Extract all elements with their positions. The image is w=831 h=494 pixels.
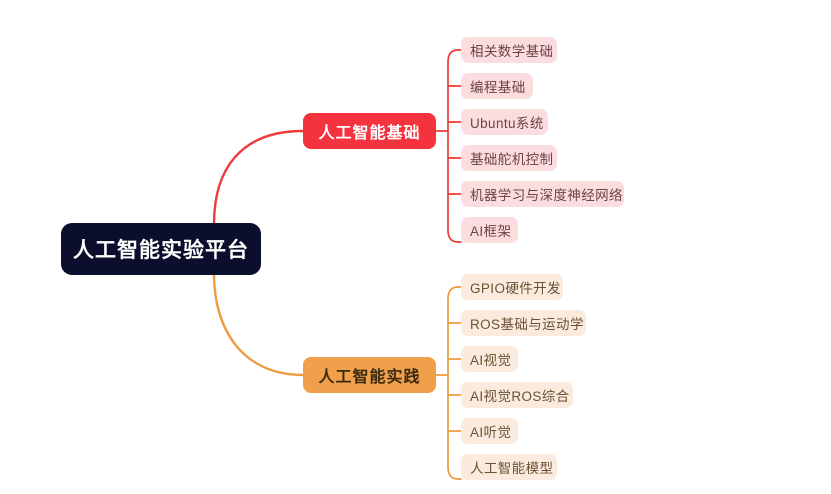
leaf-node-practice-6-label: 人工智能模型 <box>470 461 554 476</box>
leaf-node-fundamentals-1[interactable]: 相关数学基础 <box>461 37 557 63</box>
leaf-node-fundamentals-6[interactable]: AI框架 <box>461 217 518 243</box>
leaf-node-practice-4-label: AI视觉ROS综合 <box>470 389 570 404</box>
leaf-node-fundamentals-2-label: 编程基础 <box>470 80 526 95</box>
leaf-node-fundamentals-4[interactable]: 基础舵机控制 <box>461 145 557 171</box>
leaf-node-practice-2[interactable]: ROS基础与运动学 <box>461 310 586 336</box>
leaf-node-practice-2-label: ROS基础与运动学 <box>470 317 584 332</box>
leaf-node-practice-5-label: AI听觉 <box>470 425 512 440</box>
branch-node-ai-practice-label: 人工智能实践 <box>318 369 421 386</box>
leaf-node-fundamentals-3[interactable]: Ubuntu系统 <box>461 109 548 135</box>
leaf-node-practice-5[interactable]: AI听觉 <box>461 418 518 444</box>
connector-group-fundamentals <box>435 49 462 243</box>
leaf-node-fundamentals-3-label: Ubuntu系统 <box>470 116 544 131</box>
branch-node-ai-practice[interactable]: 人工智能实践 <box>303 357 436 393</box>
leaf-node-fundamentals-4-label: 基础舵机控制 <box>470 152 554 167</box>
leaf-node-fundamentals-2[interactable]: 编程基础 <box>461 73 533 99</box>
root-node-label: 人工智能实验平台 <box>73 239 249 262</box>
leaf-node-fundamentals-6-label: AI框架 <box>470 224 512 239</box>
connector-root-to-practice <box>212 272 305 377</box>
branch-node-ai-fundamentals-label: 人工智能基础 <box>318 125 421 142</box>
leaf-node-practice-3-label: AI视觉 <box>470 353 512 368</box>
leaf-node-practice-1[interactable]: GPIO硬件开发 <box>461 274 563 300</box>
leaf-node-fundamentals-1-label: 相关数学基础 <box>470 44 554 59</box>
leaf-node-practice-1-label: GPIO硬件开发 <box>470 281 561 296</box>
root-node[interactable]: 人工智能实验平台 <box>62 224 260 274</box>
connector-group-practice <box>435 286 462 480</box>
branch-node-ai-fundamentals[interactable]: 人工智能基础 <box>303 113 436 149</box>
leaf-node-fundamentals-5-label: 机器学习与深度神经网络 <box>470 188 623 203</box>
leaf-node-fundamentals-5[interactable]: 机器学习与深度神经网络 <box>461 181 624 207</box>
connector-root-to-fundamentals <box>212 129 305 226</box>
leaf-node-practice-6[interactable]: 人工智能模型 <box>461 454 557 480</box>
leaf-node-practice-4[interactable]: AI视觉ROS综合 <box>461 382 573 408</box>
leaf-node-practice-3[interactable]: AI视觉 <box>461 346 518 372</box>
